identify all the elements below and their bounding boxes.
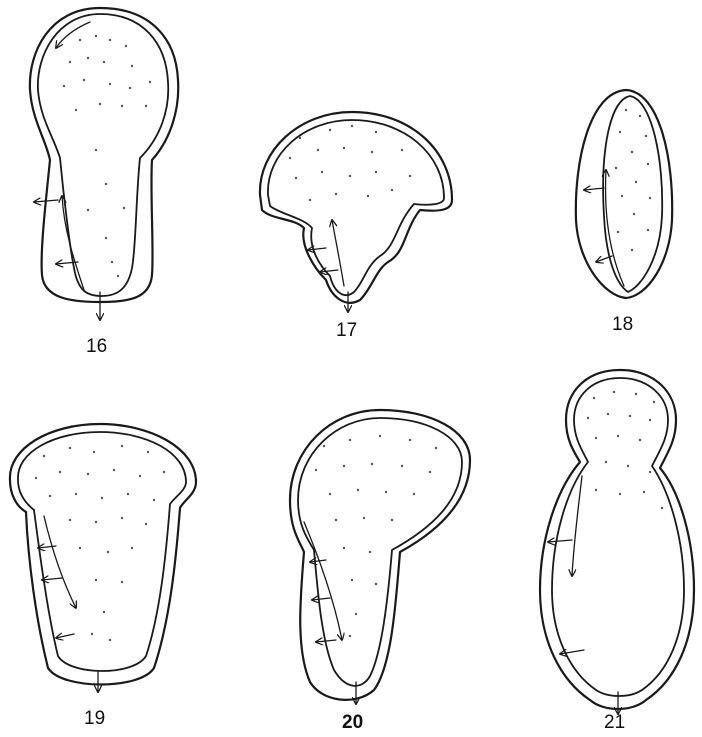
inner-protoplast: [298, 418, 462, 686]
inner-protoplast: [268, 120, 444, 295]
figure-label: 20: [342, 712, 363, 733]
figure-19: 19: [10, 424, 196, 729]
figure-label: 16: [86, 336, 107, 357]
inner-protoplast: [38, 14, 168, 296]
figure-label: 21: [604, 712, 625, 733]
figure-label: 18: [612, 314, 633, 335]
figure-18: 18: [576, 90, 672, 335]
figure-21: 21: [540, 370, 694, 733]
inner-protoplast: [18, 432, 186, 671]
figure-16: 16: [30, 8, 178, 357]
figure-label: 19: [84, 708, 105, 729]
figure-17: 17: [260, 112, 452, 341]
inner-protoplast: [603, 96, 662, 292]
arrow: [584, 188, 604, 190]
inner-protoplast: [552, 378, 684, 696]
figure-20: 20: [290, 410, 470, 733]
figure-label: 17: [336, 320, 357, 341]
